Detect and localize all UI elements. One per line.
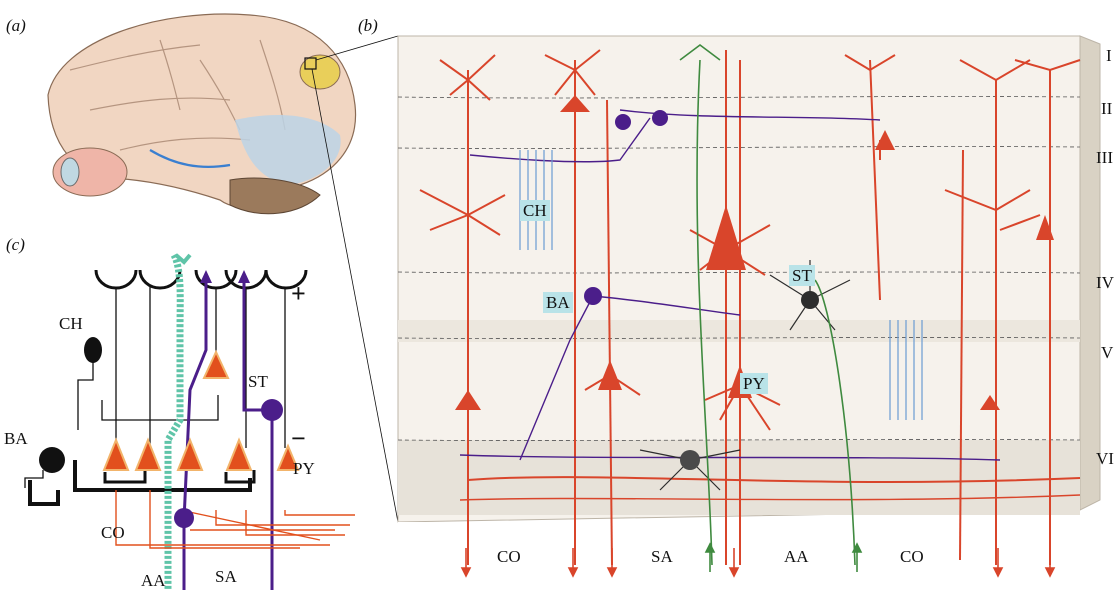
schematic-label-plus: + bbox=[291, 279, 306, 309]
zoom-line-bottom bbox=[312, 69, 398, 522]
bottom-label-co-right: CO bbox=[900, 547, 924, 567]
panel-label-c: (c) bbox=[6, 235, 25, 255]
schematic-label-ba: BA bbox=[4, 429, 28, 449]
bottom-label-sa: SA bbox=[651, 547, 673, 567]
bottom-label-aa: AA bbox=[784, 547, 809, 567]
schematic-label-minus: − bbox=[291, 424, 306, 454]
schematic-label-py: PY bbox=[293, 459, 315, 479]
schematic-ch-soma bbox=[84, 337, 102, 363]
panel-label-b: (b) bbox=[358, 16, 378, 36]
layer-label-v: V bbox=[1101, 343, 1113, 363]
deep-cell-soma bbox=[680, 450, 700, 470]
schematic-label-aa: AA bbox=[141, 571, 166, 591]
schematic-sa-soma bbox=[174, 508, 194, 528]
cell-label-ch: CH bbox=[520, 200, 550, 221]
layer-label-ii: II bbox=[1101, 99, 1112, 119]
schematic-sa-axons bbox=[184, 283, 272, 590]
layer-label-iv: IV bbox=[1096, 273, 1114, 293]
cell-label-st: ST bbox=[789, 265, 815, 286]
cell-label-ba: BA bbox=[543, 292, 573, 313]
schematic-output-arrows bbox=[116, 490, 355, 548]
schematic-ba-soma bbox=[39, 447, 65, 473]
schematic-label-sa: SA bbox=[215, 567, 237, 587]
schematic-st-soma bbox=[261, 399, 283, 421]
stellate-soma bbox=[801, 291, 819, 309]
layer-label-i: I bbox=[1106, 46, 1112, 66]
panel-label-a: (a) bbox=[6, 16, 26, 36]
schematic-label-st: ST bbox=[248, 372, 268, 392]
schematic-aa-axon bbox=[168, 255, 180, 590]
layer-label-iii: III bbox=[1096, 148, 1113, 168]
brain-illustration bbox=[48, 14, 356, 214]
bottom-label-co-left: CO bbox=[497, 547, 521, 567]
cell-label-py: PY bbox=[740, 373, 768, 394]
schematic-label-ch: CH bbox=[59, 314, 83, 334]
schematic-label-co: CO bbox=[101, 523, 125, 543]
layer-label-vi: VI bbox=[1096, 449, 1114, 469]
